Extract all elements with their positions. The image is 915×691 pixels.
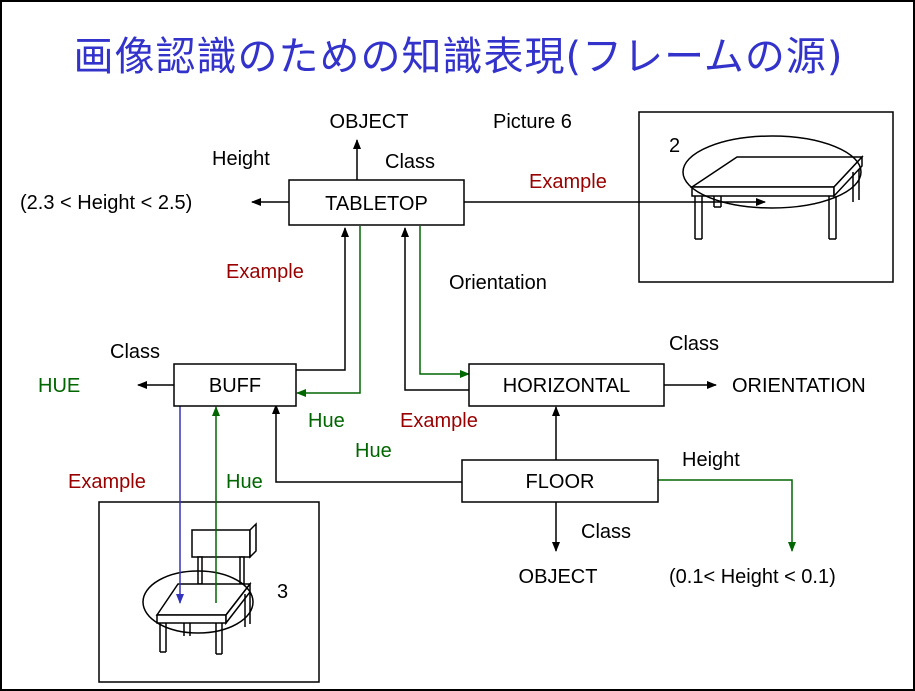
label-example-floor-horizontal: Example <box>400 410 478 432</box>
value-height-range-floor: (0.1< Height < 0.1) <box>669 566 836 588</box>
label-example-tabletop-picture: Example <box>529 171 607 193</box>
node-horizontal: HORIZONTAL <box>468 363 665 407</box>
node-buff-label: BUFF <box>209 375 261 397</box>
slide-title: 画像認識のための知識表現(フレームの源) <box>73 34 844 80</box>
label-height-tabletop: Height <box>212 148 270 170</box>
chair-picture-frame <box>98 501 320 683</box>
table-top-highlight <box>682 135 862 209</box>
value-hue: HUE <box>38 375 80 397</box>
label-height-floor: Height <box>682 449 740 471</box>
label-class-buff: Class <box>110 341 160 363</box>
label-class-horizontal: Class <box>669 333 719 355</box>
table-drawing <box>689 155 864 240</box>
label-class-floor: Class <box>581 521 631 543</box>
label-example-buff-tabletop: Example <box>226 261 304 283</box>
node-tabletop-label: TABLETOP <box>325 193 428 215</box>
node-tabletop: TABLETOP <box>288 179 465 226</box>
tabletop-to-buff-hue-link <box>296 226 361 397</box>
node-floor-label: FLOOR <box>526 471 595 493</box>
table-picture-frame <box>638 111 894 283</box>
node-horizontal-label: HORIZONTAL <box>503 375 630 397</box>
node-buff: BUFF <box>173 363 297 407</box>
value-object-top: OBJECT <box>330 111 409 133</box>
label-hue-tabletop-buff: Hue <box>308 410 345 432</box>
picture-label: Picture 6 <box>493 111 572 133</box>
label-class-tabletop: Class <box>385 151 435 173</box>
buff-to-tabletop-example-link <box>296 227 349 371</box>
table-picture-number: 2 <box>669 135 680 157</box>
floor-to-height-link <box>658 479 796 552</box>
chair-picture-number: 3 <box>277 581 288 603</box>
value-orientation: ORIENTATION <box>732 375 866 397</box>
chair-drawing <box>155 522 257 655</box>
value-object-bottom: OBJECT <box>519 566 598 588</box>
label-orientation: Orientation <box>449 272 547 294</box>
tabletop-to-horizontal-orientation-link <box>419 226 470 378</box>
floor-to-buff-hue-link <box>272 404 462 483</box>
value-height-range-tabletop: (2.3 < Height < 2.5) <box>20 192 192 214</box>
label-example-buff-chair: Example <box>68 471 146 493</box>
node-floor: FLOOR <box>461 459 659 503</box>
horizontal-to-tabletop-example-link <box>401 227 469 391</box>
chair-seat-highlight <box>142 570 254 634</box>
label-hue-floor-buff: Hue <box>355 440 392 462</box>
label-hue-chair-buff: Hue <box>226 471 263 493</box>
